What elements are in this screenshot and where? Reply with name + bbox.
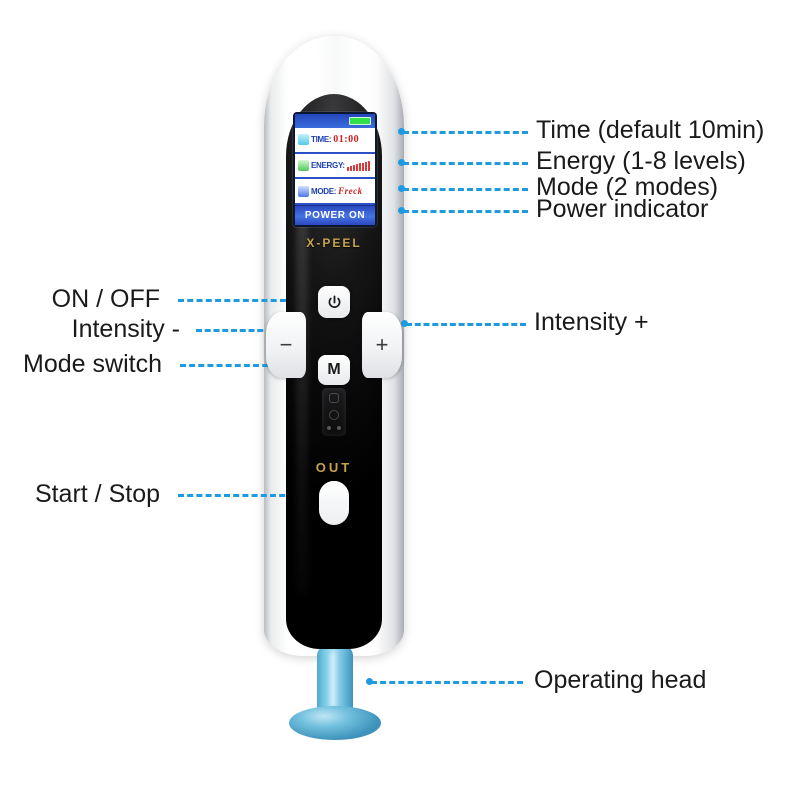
leader-dot-mode [398, 185, 405, 192]
intensity-minus-button[interactable]: − [266, 312, 306, 378]
port-pin-left [327, 426, 331, 430]
leader-dot-intensity-plus [401, 320, 408, 327]
operating-head-base [289, 706, 381, 740]
callout-start-stop: Start / Stop [34, 480, 160, 508]
operating-head [289, 648, 381, 740]
leader-line-start-stop [178, 494, 322, 497]
lcd-status-bar [295, 114, 375, 128]
callout-intensity-plus: Intensity + [534, 308, 649, 336]
callout-mode-switch: Mode switch [23, 350, 162, 378]
connector-port [322, 388, 346, 436]
mode-value: Freck [338, 186, 363, 197]
leader-dot-operating-head [366, 678, 373, 685]
callout-power-indicator: Power indicator [536, 195, 709, 223]
minus-icon: − [279, 332, 293, 357]
energy-bar [349, 166, 352, 171]
time-icon [298, 134, 309, 146]
power-status-bar: POWER ON [295, 205, 375, 226]
leader-dot-energy [398, 159, 405, 166]
callout-on-off: ON / OFF [51, 285, 160, 313]
leader-line-intensity-plus [406, 323, 526, 326]
start-stop-button[interactable] [319, 481, 349, 525]
screen-row-energy: ENERGY: [295, 153, 375, 180]
energy-icon [298, 160, 309, 171]
energy-label: ENERGY: [311, 161, 345, 170]
callout-intensity-minus: Intensity - [71, 315, 180, 343]
time-label: TIME: [311, 135, 332, 145]
brand-logo: X-PEEL [306, 236, 362, 250]
energy-bar [346, 167, 349, 171]
leader-line-operating-head [371, 681, 523, 684]
callout-operating-head: Operating head [534, 666, 707, 694]
leader-dot-time [398, 128, 405, 135]
energy-bar [355, 164, 358, 171]
device-illustration: TIME: 01:00 ENERGY: MODE: Freck POWER ON [264, 36, 404, 656]
energy-bar [367, 160, 370, 171]
leader-line-time [403, 131, 528, 134]
intensity-plus-button[interactable]: + [362, 312, 402, 378]
port-circle-icon [329, 410, 339, 420]
port-pin-right [337, 426, 341, 430]
leader-line-mode-switch [180, 364, 323, 367]
mode-icon [298, 185, 309, 197]
port-square-icon [329, 393, 339, 403]
plus-icon: + [375, 332, 389, 357]
leader-line-energy [403, 162, 528, 165]
mode-label: MODE: [311, 186, 337, 196]
out-label: OUT [315, 460, 353, 475]
operating-head-neck [317, 648, 353, 714]
power-status-text: POWER ON [304, 210, 366, 222]
callout-energy: Energy (1-8 levels) [536, 147, 746, 175]
time-value: 01:00 [333, 134, 360, 146]
callout-mode: Mode (2 modes) [536, 173, 719, 201]
battery-full-icon [349, 117, 371, 125]
power-icon [328, 295, 340, 308]
energy-bar [352, 165, 355, 171]
energy-bar [358, 163, 361, 171]
leader-line-on-off [178, 299, 323, 302]
mode-switch-button[interactable]: M [318, 355, 350, 385]
leader-dot-power [398, 207, 405, 214]
leader-line-mode [403, 188, 528, 191]
energy-level-bars [346, 160, 370, 171]
power-button[interactable] [318, 286, 350, 318]
screen-row-mode: MODE: Freck [295, 179, 375, 206]
energy-bar [361, 162, 364, 171]
lcd-inner: TIME: 01:00 ENERGY: MODE: Freck POWER ON [295, 114, 375, 226]
energy-bar [364, 161, 367, 171]
callout-time: Time (default 10min) [536, 116, 765, 144]
screen-row-time: TIME: 01:00 [295, 128, 375, 154]
mode-button-label: M [327, 361, 341, 378]
leader-line-intensity-minus [196, 329, 272, 332]
lcd-screen: TIME: 01:00 ENERGY: MODE: Freck POWER ON [293, 112, 377, 227]
leader-line-power [403, 210, 528, 213]
